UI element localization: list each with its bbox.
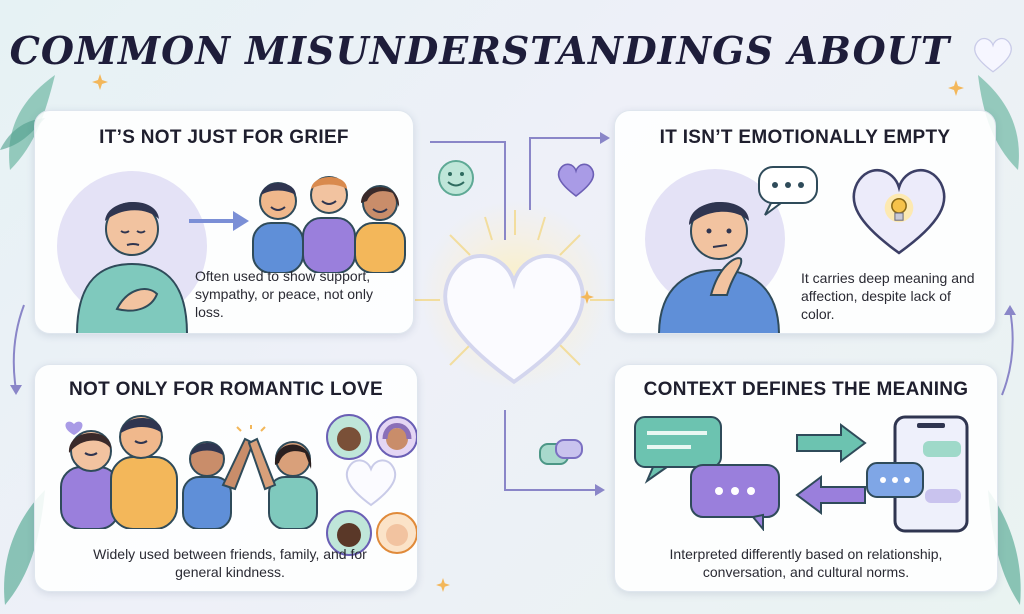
card-context-defines-meaning: CONTEXT DEFINES THE MEANING Interpreted … bbox=[614, 364, 998, 592]
high-five-illustration bbox=[182, 425, 318, 529]
chat-bubbles-icon bbox=[539, 439, 583, 465]
happy-friends-illustration bbox=[252, 176, 406, 273]
arrow-icon bbox=[189, 211, 249, 231]
card-not-just-grief: IT’S NOT JUST FOR GRIEF Often used to sh… bbox=[34, 110, 414, 334]
right-side-arrow bbox=[1001, 305, 1016, 396]
sad-person-illustration bbox=[76, 201, 188, 333]
flow-connectors bbox=[430, 132, 610, 496]
center-rays bbox=[415, 210, 615, 366]
page-title-text: COMMON MISUNDERSTANDINGS ABOUT bbox=[9, 28, 951, 73]
sparkle-icon bbox=[436, 578, 450, 592]
card-text: It carries deep meaning and affection, d… bbox=[801, 270, 975, 322]
purple-heart-icon bbox=[557, 163, 595, 198]
page-title: COMMON MISUNDERSTANDINGS ABOUT bbox=[0, 28, 1024, 74]
card-heading: IT ISN’T EMOTIONALLY EMPTY bbox=[659, 127, 951, 148]
center-white-heart-icon bbox=[443, 254, 585, 385]
card-heading: CONTEXT DEFINES THE MEANING bbox=[643, 379, 969, 400]
lightbulb-heart-icon bbox=[852, 168, 946, 255]
card-not-emotionally-empty: IT ISN’T EMOTIONALLY EMPTY It carries de… bbox=[614, 110, 996, 334]
sparkle-icon bbox=[92, 74, 108, 90]
card-heading: NOT ONLY FOR ROMANTIC LOVE bbox=[69, 379, 383, 400]
exchange-arrows-icon bbox=[795, 423, 867, 515]
left-side-arrow bbox=[10, 304, 25, 395]
leaf-left-top-decoration bbox=[0, 75, 55, 170]
smiley-bubble-icon bbox=[438, 160, 474, 196]
phone-icon bbox=[866, 415, 969, 533]
card-text: Often used to show support, sympathy, or… bbox=[195, 268, 373, 320]
card-text: Widely used between friends, family, and… bbox=[93, 546, 367, 580]
card-heading: IT’S NOT JUST FOR GRIEF bbox=[99, 127, 349, 148]
thinking-person-illustration bbox=[658, 201, 780, 333]
hugging-couple-illustration bbox=[60, 415, 178, 529]
speech-bubble-icon bbox=[758, 166, 818, 216]
message-bubbles-illustration bbox=[634, 416, 780, 531]
leaf-right-top-decoration bbox=[978, 75, 1019, 170]
diverse-faces-heart-illustration bbox=[326, 414, 417, 556]
card-not-only-romantic: NOT ONLY FOR ROMANTIC LOVE Widely used b… bbox=[34, 364, 418, 592]
white-heart-icon bbox=[974, 37, 1013, 73]
card-text: Interpreted differently based on relatio… bbox=[669, 546, 943, 580]
sparkle-icon bbox=[948, 80, 964, 96]
sparkle-icon bbox=[580, 290, 594, 304]
